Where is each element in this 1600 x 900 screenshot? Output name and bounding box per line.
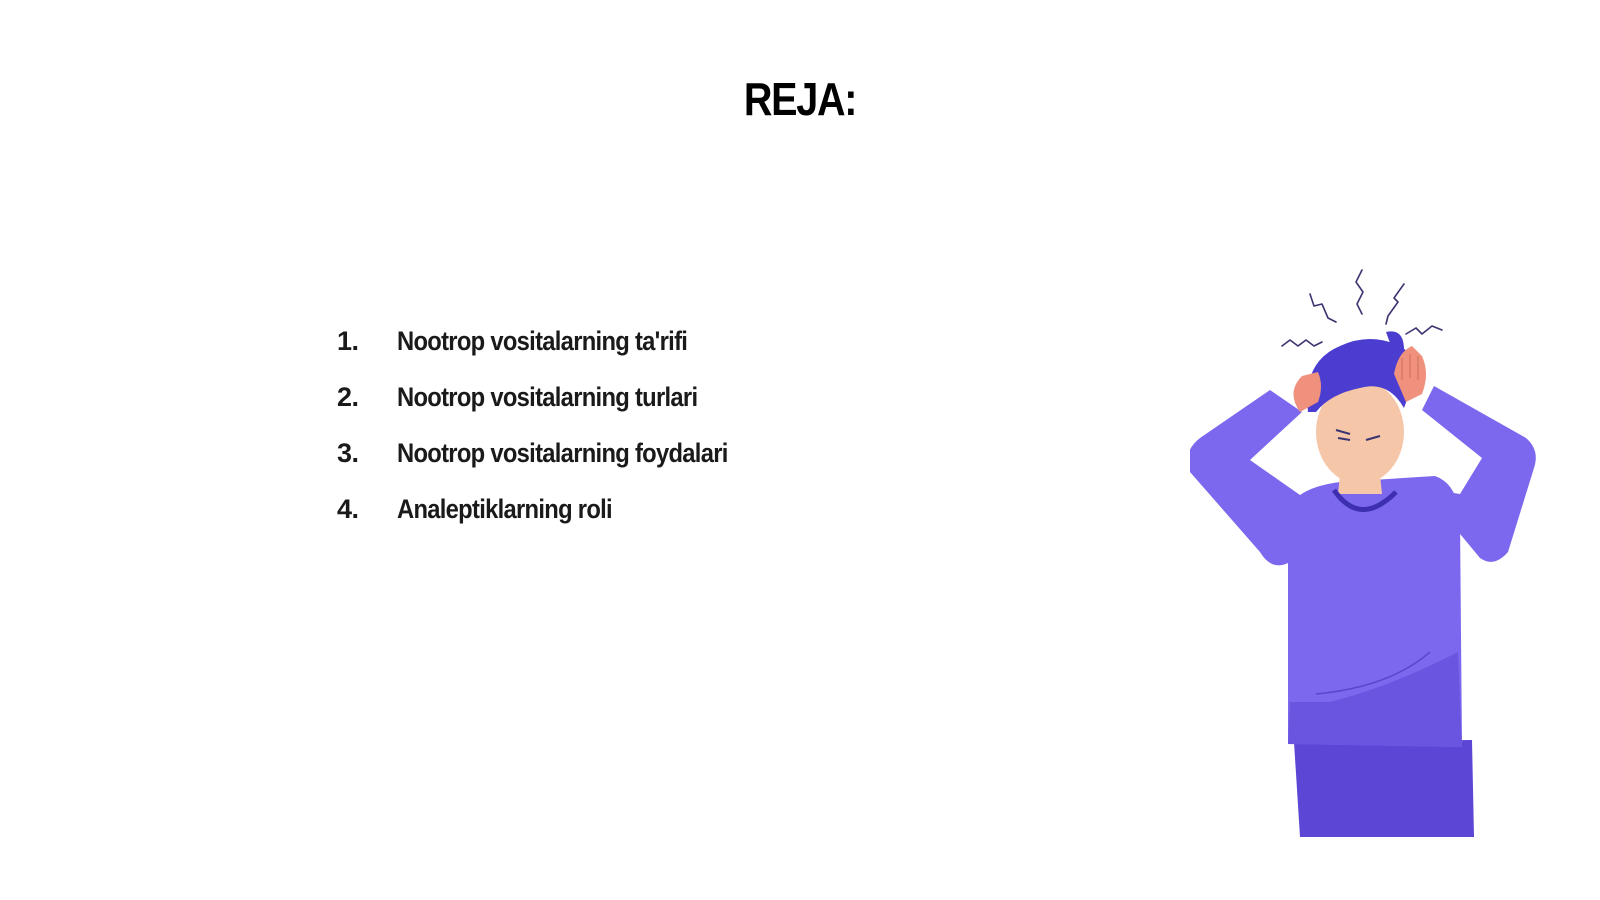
- agenda-item-text: Nootrop vositalarning turlari: [397, 382, 698, 412]
- agenda-item-text: Nootrop vositalarning foydalari: [397, 438, 728, 468]
- slide-title: REJA:: [743, 73, 858, 125]
- agenda-item-number: 2.: [337, 382, 359, 412]
- agenda-item-text: Nootrop vositalarning ta'rifi: [397, 326, 688, 356]
- agenda-item-text: Analeptiklarning roli: [397, 494, 613, 524]
- agenda-item-number: 1.: [337, 326, 359, 356]
- agenda-item-number: 3.: [337, 438, 359, 468]
- stress-lines-icon: [1281, 269, 1443, 347]
- agenda-item-number: 4.: [337, 494, 359, 524]
- stressed-person-illustration: [1190, 269, 1536, 837]
